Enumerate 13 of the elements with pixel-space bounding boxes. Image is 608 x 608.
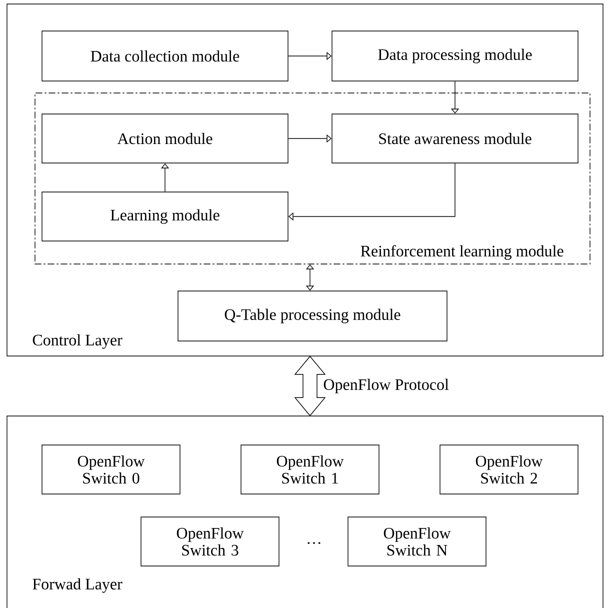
- edge-label: OpenFlow Protocol: [324, 378, 449, 394]
- ellipsis: …: [308, 542, 320, 544]
- module-box: Data processing module: [332, 30, 578, 82]
- module-box: Q-Table processing module: [178, 290, 448, 342]
- module-box: Action module: [42, 114, 288, 164]
- module-box: State awareness module: [332, 114, 578, 164]
- switch-box: OpenFlow Switch 3: [140, 516, 280, 566]
- module-box: Learning module: [42, 192, 288, 242]
- switch-box: OpenFlow Switch 2: [440, 444, 578, 494]
- switch-box: OpenFlow Switch 0: [42, 444, 180, 494]
- module-box: Data collection module: [42, 30, 288, 82]
- switch-box: OpenFlow Switch N: [348, 516, 486, 566]
- switch-box: OpenFlow Switch 1: [240, 444, 380, 494]
